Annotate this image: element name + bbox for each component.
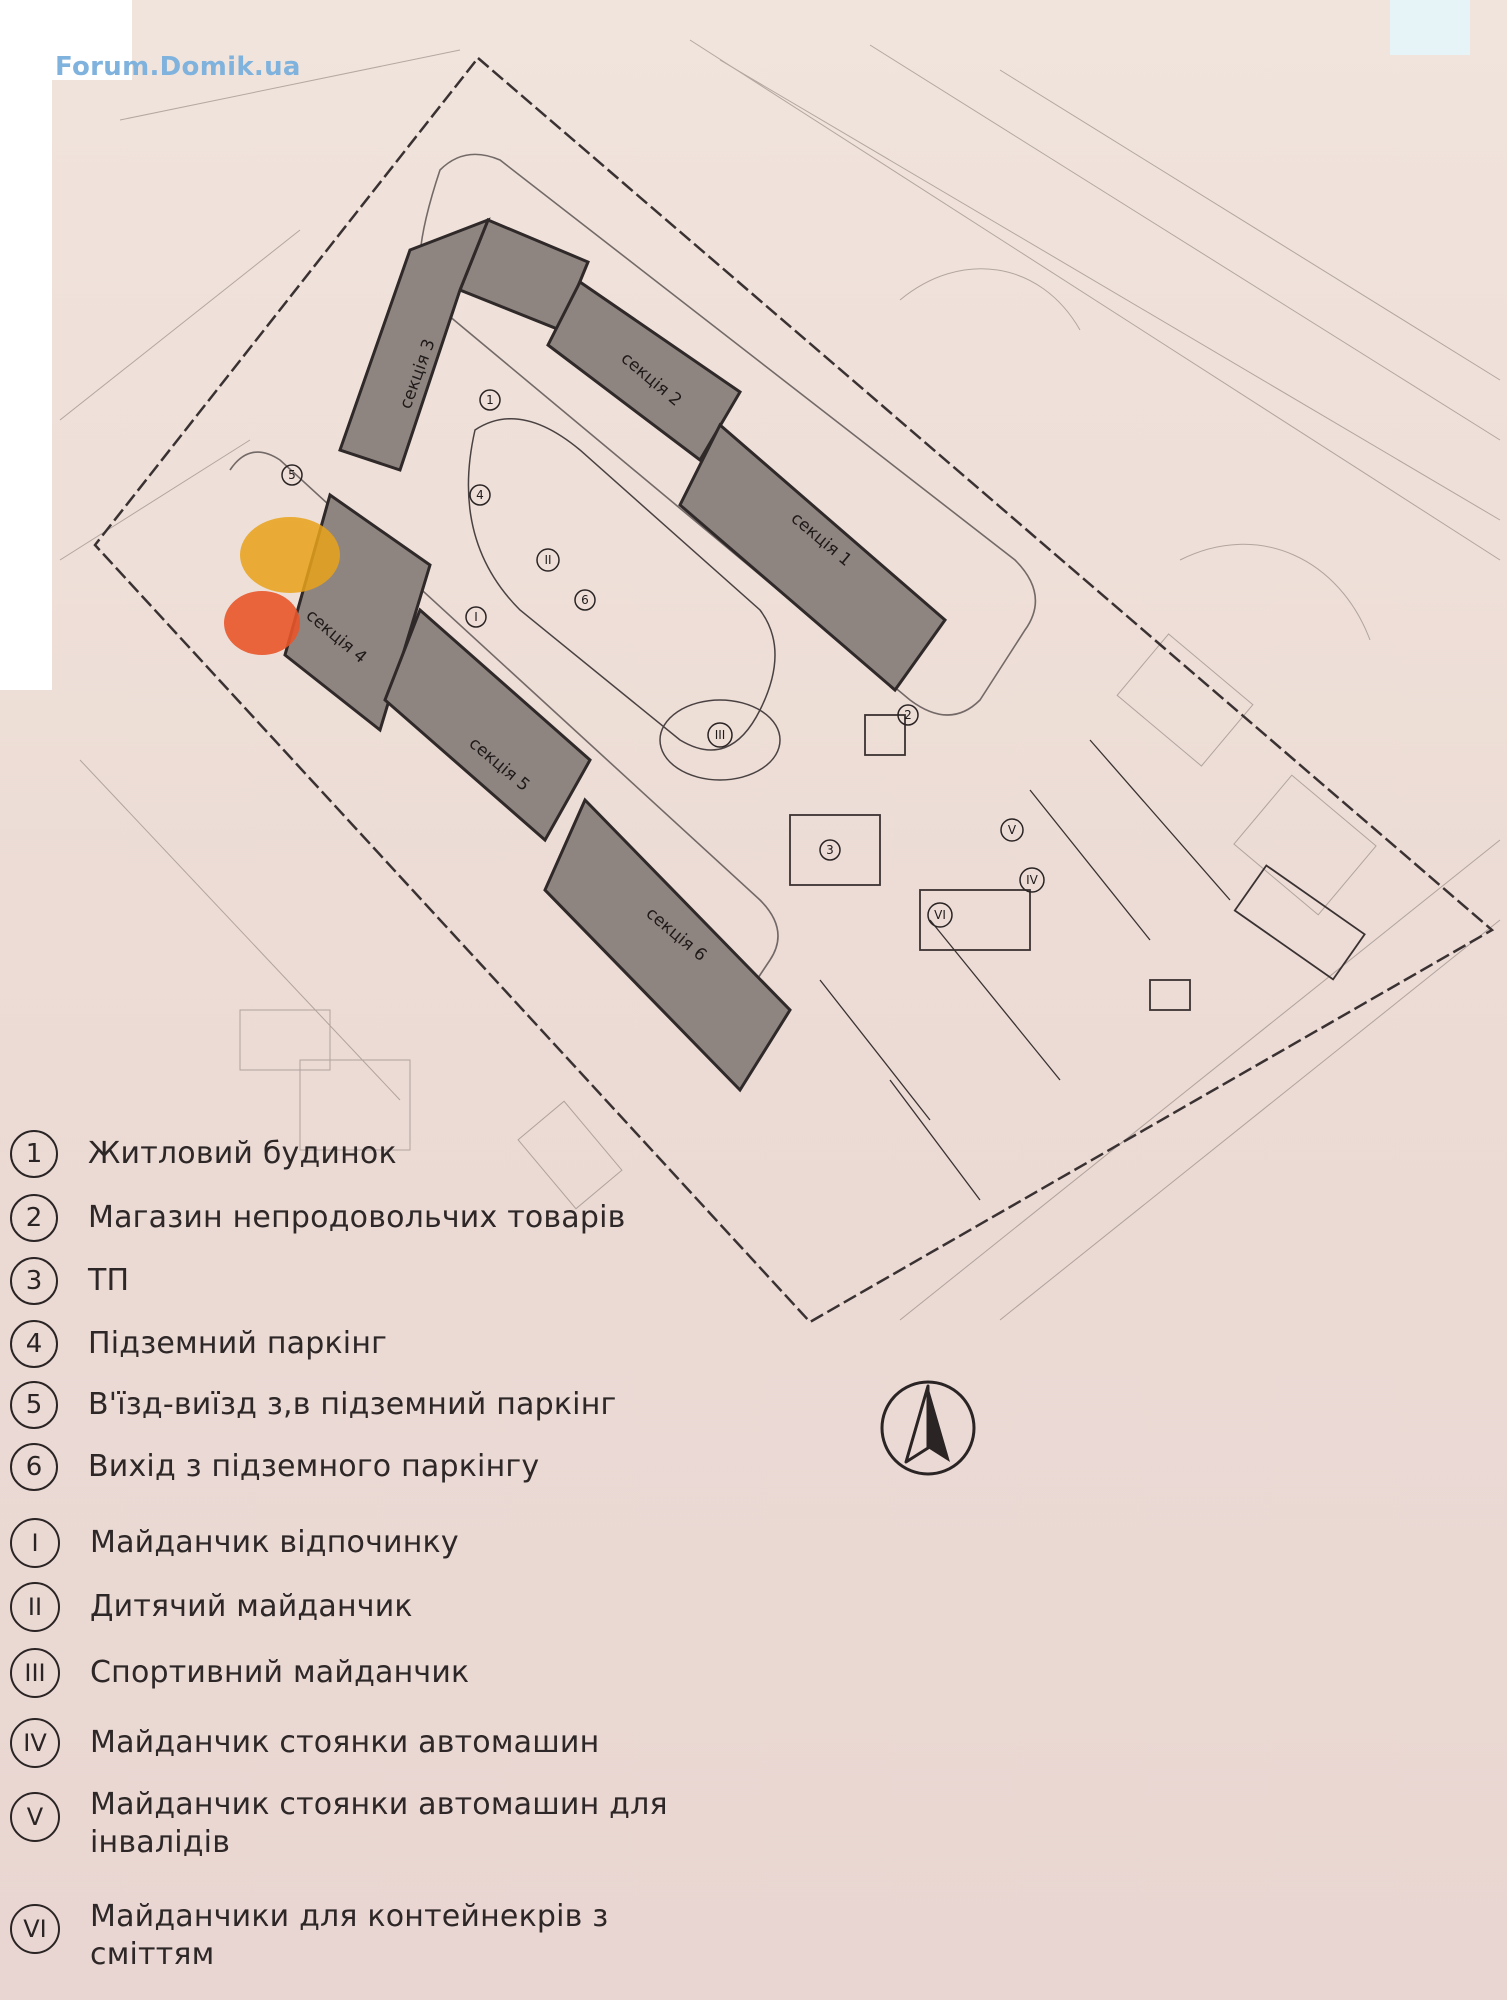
- legend-item-3: 3 ТП: [10, 1257, 129, 1305]
- map-markers: 1 2 3 4 5 6 I II: [281, 389, 1045, 928]
- legend-label: ТП: [88, 1263, 130, 1298]
- legend-label: Підземний паркінг: [88, 1326, 388, 1361]
- legend-marker: III: [10, 1648, 60, 1698]
- watermark: Forum.Domik.ua: [55, 52, 301, 82]
- legend-item-IV: IV Майданчик стоянки автомашин: [10, 1718, 599, 1768]
- svg-text:V: V: [1008, 823, 1017, 837]
- legend-label: Дитячий майданчик: [90, 1589, 413, 1624]
- legend-label: Майданчики для контейнекрів з сміттям: [90, 1899, 609, 1972]
- parking-rows: [819, 739, 1231, 1201]
- sports-ground: [659, 699, 781, 781]
- svg-text:II: II: [544, 553, 551, 567]
- building-section-2: [546, 279, 743, 463]
- courtyard: [467, 418, 776, 751]
- minor-structures: [789, 714, 1366, 1011]
- svg-text:VI: VI: [934, 908, 946, 922]
- legend-item-III: III Спортивний майданчик: [10, 1648, 469, 1698]
- map-marker-I: I: [465, 606, 487, 628]
- svg-text:I: I: [474, 610, 478, 624]
- map-marker-II: II: [536, 548, 560, 572]
- transformer-station: [789, 814, 881, 886]
- legend-item-5: 5 В'їзд-виїзд з,в підземний паркінг: [10, 1381, 616, 1429]
- legend-item-2: 2 Магазин непродовольчих товарів: [10, 1194, 626, 1242]
- legend-marker: VI: [10, 1904, 60, 1954]
- site-plan: секція 3 секція 2 секція 1 секція 4 секц…: [59, 39, 1501, 1324]
- svg-text:III: III: [715, 728, 726, 742]
- svg-text:5: 5: [288, 468, 296, 482]
- legend-marker: II: [10, 1582, 60, 1632]
- map-marker-5: 5: [281, 464, 303, 486]
- south-road: [229, 451, 779, 991]
- svg-text:6: 6: [581, 593, 589, 607]
- scan-corner-mark: [1390, 0, 1470, 55]
- map-marker-VI: VI: [927, 902, 953, 928]
- map-marker-2: 2: [897, 704, 919, 726]
- building-section-6: [543, 797, 792, 1093]
- map-marker-IV: IV: [1019, 867, 1045, 893]
- map-marker-6: 6: [574, 589, 596, 611]
- legend-label: Житловий будинок: [88, 1136, 397, 1171]
- legend-marker: 1: [10, 1130, 58, 1178]
- legend-marker: V: [10, 1792, 60, 1842]
- buildings: [283, 217, 948, 1093]
- legend-label: Майданчик стоянки автомашин: [90, 1725, 600, 1760]
- legend-item-I: I Майданчик відпочинку: [10, 1518, 459, 1568]
- legend-item-1: 1 Житловий будинок: [10, 1130, 397, 1178]
- legend-marker: IV: [10, 1718, 60, 1768]
- parking-entry: [1233, 864, 1366, 981]
- waste-area: [919, 889, 1031, 951]
- legend-marker: 4: [10, 1320, 58, 1368]
- survey-lines: [59, 39, 1501, 1321]
- legend-marker: I: [10, 1518, 60, 1568]
- legend-item-6: 6 Вихід з підземного паркінгу: [10, 1443, 539, 1491]
- legend-label: В'їзд-виїзд з,в підземний паркінг: [88, 1387, 617, 1422]
- store-block: [864, 714, 906, 756]
- map-marker-4: 4: [469, 484, 491, 506]
- svg-text:3: 3: [826, 843, 834, 857]
- parking-exit: [1149, 979, 1191, 1011]
- building-section-3: [338, 217, 491, 472]
- map-marker-1: 1: [479, 389, 501, 411]
- highlight-orange: [224, 591, 300, 655]
- highlight-yellow: [240, 517, 340, 593]
- scan-margin: [0, 0, 52, 690]
- map-marker-3: 3: [819, 839, 841, 861]
- map-marker-III: III: [707, 722, 733, 748]
- svg-text:2: 2: [904, 708, 912, 722]
- legend-label: Магазин непродовольчих товарів: [88, 1200, 626, 1235]
- svg-text:1: 1: [486, 393, 494, 407]
- legend-item-4: 4 Підземний паркінг: [10, 1320, 387, 1368]
- legend-item-V: V Майданчик стоянки автомашин для інвалі…: [10, 1786, 730, 1862]
- svg-text:4: 4: [476, 488, 484, 502]
- scan-margin-top: [52, 0, 132, 80]
- legend-marker: 6: [10, 1443, 58, 1491]
- site-boundary: [93, 56, 1495, 1324]
- legend-marker: 3: [10, 1257, 58, 1305]
- svg-text:IV: IV: [1026, 873, 1039, 887]
- legend-marker: 2: [10, 1194, 58, 1242]
- north-arrow-icon: [880, 1380, 976, 1476]
- legend-label: Вихід з підземного паркінгу: [88, 1449, 540, 1484]
- map-marker-V: V: [1000, 818, 1024, 842]
- building-section-5: [383, 607, 592, 843]
- legend-item-II: II Дитячий майданчик: [10, 1582, 413, 1632]
- legend-label: Майданчик стоянки автомашин для інваліді…: [90, 1787, 668, 1860]
- building-section-1: [678, 422, 948, 693]
- legend-item-VI: VI Майданчики для контейнекрів з сміттям: [10, 1898, 730, 1974]
- legend-label: Спортивний майданчик: [90, 1655, 470, 1690]
- legend-marker: 5: [10, 1381, 58, 1429]
- legend-label: Майданчик відпочинку: [90, 1525, 459, 1560]
